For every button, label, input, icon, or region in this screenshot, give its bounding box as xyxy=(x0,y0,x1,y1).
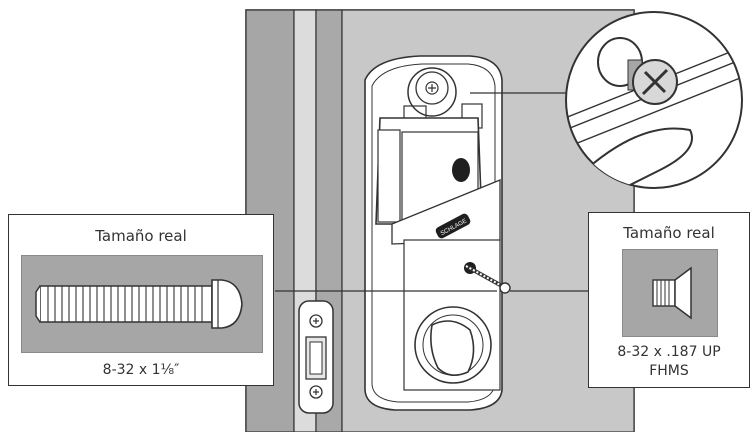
left-actual-size-callout: Tamaño real xyxy=(8,214,274,386)
detail-highlight-circle xyxy=(407,67,457,117)
left-callout-spec: 8-32 x 1⅛″ xyxy=(102,362,180,378)
long-screw-icon xyxy=(35,279,243,329)
left-callout-title: Tamaño real xyxy=(95,227,187,245)
right-actual-size-callout: Tamaño real 8-32 x .187 UP FHMS xyxy=(588,212,750,388)
short-screw-icon xyxy=(652,266,692,320)
right-callout-spec-line1: 8-32 x .187 UP xyxy=(617,344,721,360)
right-callout-title: Tamaño real xyxy=(623,224,715,242)
lock-body: SCHLAGE xyxy=(364,55,503,411)
right-callout-spec-line2: FHMS xyxy=(649,363,689,379)
installed-long-screw xyxy=(465,264,511,294)
left-callout-swatch xyxy=(21,255,263,353)
strike-plate xyxy=(298,300,334,414)
right-callout-swatch xyxy=(622,249,718,337)
